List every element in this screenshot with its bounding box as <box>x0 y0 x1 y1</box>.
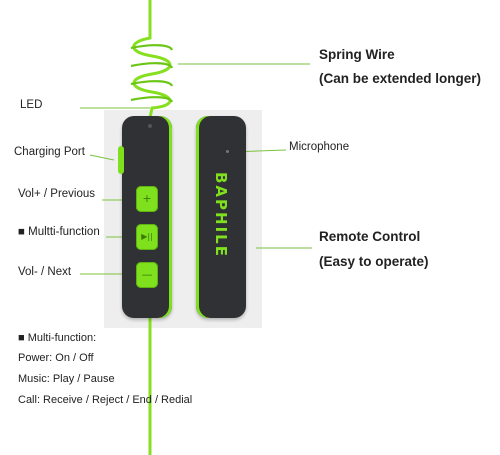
remote-control-title: Remote Control <box>319 229 421 244</box>
remote-back <box>196 116 246 318</box>
vol-plus-button[interactable]: + <box>136 186 158 212</box>
multi-function-label: ■ Multti-function <box>18 226 100 238</box>
play-pause-icon: ▶|| <box>141 232 153 241</box>
microphone-label: Microphone <box>289 141 350 153</box>
notes-line: Music: Play / Pause <box>18 373 115 385</box>
brand-logo: BAPHILE <box>212 172 230 258</box>
charging-port-label: Charging Port <box>14 146 85 158</box>
notes-line: Power: On / Off <box>18 352 94 364</box>
notes-heading: ■ Multi-function: <box>18 332 97 344</box>
vol-minus-label: Vol- / Next <box>18 266 72 278</box>
vol-minus-button[interactable]: — <box>136 262 158 288</box>
microphone-hole <box>226 150 229 153</box>
led-indicator <box>148 124 152 128</box>
plus-icon: + <box>142 192 152 205</box>
spring-wire-title: Spring Wire <box>319 47 395 62</box>
charging-port <box>118 146 124 174</box>
remote-control-subtitle: (Easy to operate) <box>319 254 429 269</box>
notes-line: Call: Receive / Reject / End / Redial <box>18 394 193 406</box>
minus-icon: — <box>141 268 153 281</box>
multi-function-button[interactable]: ▶|| <box>136 224 158 250</box>
led-label: LED <box>20 99 43 111</box>
vol-plus-label: Vol+ / Previous <box>18 188 96 200</box>
spring-wire-subtitle: (Can be extended longer) <box>319 71 482 86</box>
